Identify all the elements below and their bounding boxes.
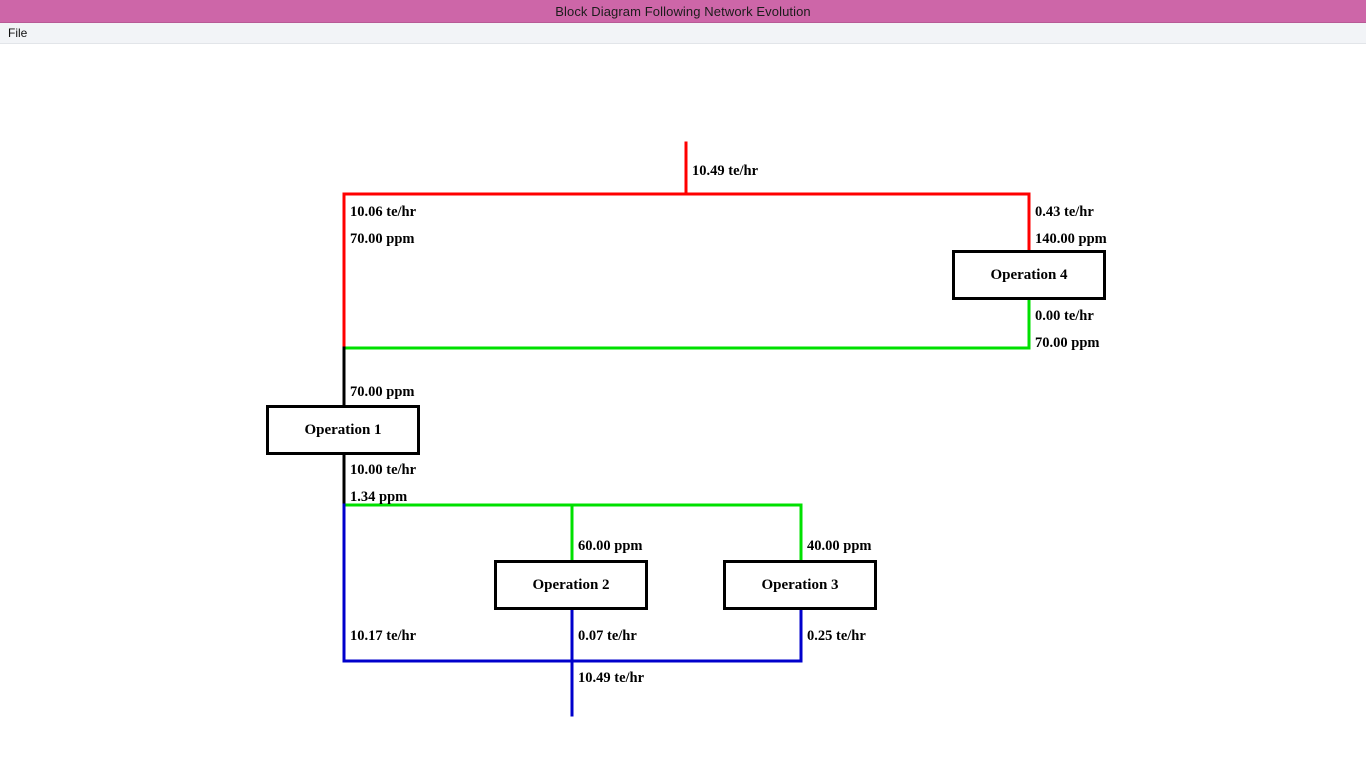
flow-label-op1-outlet-flow: 10.00 te/hr bbox=[350, 462, 417, 478]
operation-box-op3[interactable]: Operation 3 bbox=[723, 560, 877, 610]
flow-label-op1-inlet-conc: 70.00 ppm bbox=[350, 231, 415, 247]
flow-label-effluent-total-flow: 10.49 te/hr bbox=[578, 670, 645, 686]
flow-label-op2-outlet-flow: 0.07 te/hr bbox=[578, 628, 637, 644]
flow-label-op4-inlet-flow: 0.43 te/hr bbox=[1035, 204, 1094, 220]
flow-label-op3-outlet-flow: 0.25 te/hr bbox=[807, 628, 866, 644]
stream-lines bbox=[342, 141, 1031, 717]
flow-label-op1-outlet-conc: 1.34 ppm bbox=[350, 489, 408, 505]
diagram-canvas[interactable]: 10.49 te/hr 10.06 te/hr 70.00 ppm 0.43 te/h… bbox=[0, 44, 1366, 768]
menu-item-file[interactable]: File bbox=[8, 25, 28, 40]
block-diagram bbox=[342, 141, 1031, 717]
operation-box-op2[interactable]: Operation 2 bbox=[494, 560, 648, 610]
flow-label-op1-mix-conc: 70.00 ppm bbox=[350, 384, 415, 400]
operation-label: Operation 2 bbox=[532, 576, 610, 593]
flow-label-op3-inlet-conc: 40.00 ppm bbox=[807, 538, 872, 554]
flow-label-op1-branch-flow: 10.17 te/hr bbox=[350, 628, 417, 644]
operation-box-op1[interactable]: Operation 1 bbox=[266, 405, 420, 455]
menu-bar: File bbox=[0, 23, 1366, 44]
flow-label-op1-inlet-flow: 10.06 te/hr bbox=[350, 204, 417, 220]
title-bar: Block Diagram Following Network Evolutio… bbox=[0, 0, 1366, 23]
operation-label: Operation 4 bbox=[990, 266, 1068, 283]
operation-label: Operation 1 bbox=[304, 421, 382, 438]
window-title: Block Diagram Following Network Evolutio… bbox=[555, 3, 811, 19]
flow-label-op2-inlet-conc: 60.00 ppm bbox=[578, 538, 643, 554]
flow-label-op4-inlet-conc: 140.00 ppm bbox=[1035, 231, 1107, 247]
operation-box-op4[interactable]: Operation 4 bbox=[952, 250, 1106, 300]
flow-label-op4-outlet-flow: 0.00 te/hr bbox=[1035, 308, 1094, 324]
flow-label-op4-outlet-conc: 70.00 ppm bbox=[1035, 335, 1100, 351]
flow-label-feed-total-flow: 10.49 te/hr bbox=[692, 163, 759, 179]
operation-label: Operation 3 bbox=[761, 576, 839, 593]
